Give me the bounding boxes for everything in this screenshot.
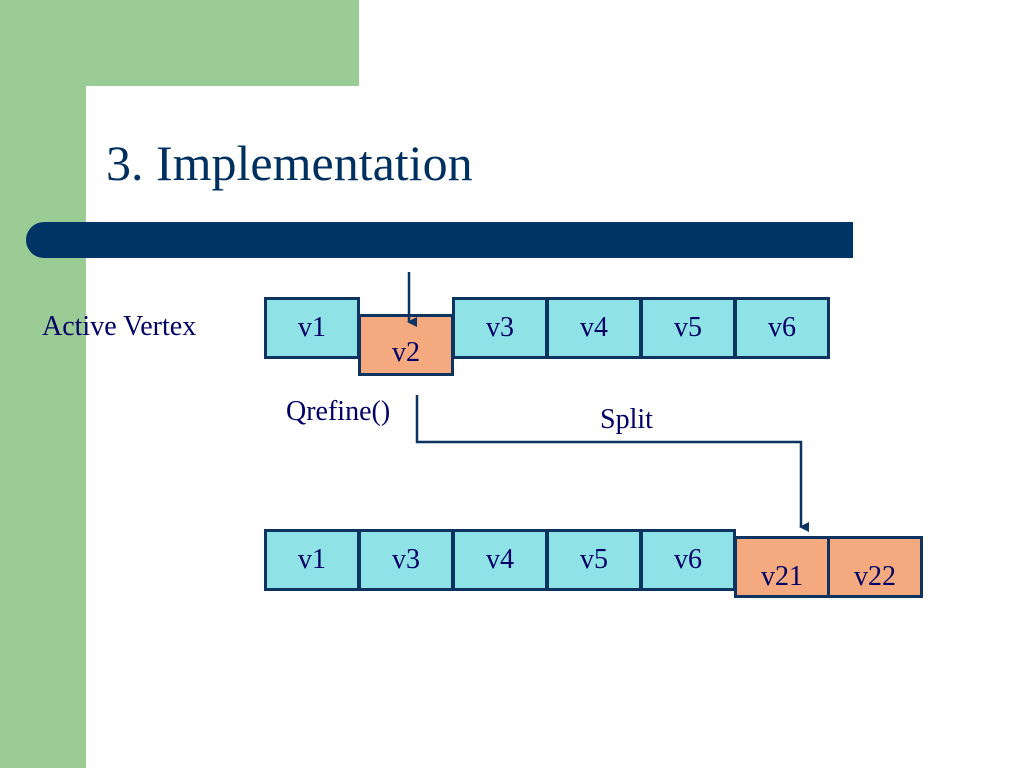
- cell-label: v3: [392, 544, 420, 575]
- top-cell-v3: v3: [452, 297, 548, 359]
- cell-label: v3: [486, 312, 514, 343]
- cell-label: v1: [298, 312, 326, 343]
- cell-label: v5: [674, 312, 702, 343]
- slide-title: 3. Implementation: [106, 135, 473, 191]
- cell-label: v2: [392, 337, 420, 368]
- cell-label: v21: [761, 561, 803, 592]
- cell-label: v6: [674, 544, 702, 575]
- rounded-corner-decoration: [86, 86, 166, 166]
- split-path-arrow: [415, 395, 809, 532]
- cell-label: v1: [298, 544, 326, 575]
- bottom-cell-v4: v4: [452, 529, 548, 591]
- active-vertex-label: Active Vertex: [42, 311, 197, 342]
- qrefine-label: Qrefine(): [286, 396, 391, 427]
- cell-label: v22: [854, 561, 896, 592]
- bottom-cell-v6: v6: [640, 529, 736, 591]
- top-cell-v6: v6: [734, 297, 830, 359]
- cell-label: v4: [486, 544, 514, 575]
- green-side-panel: [0, 0, 86, 768]
- cell-label: v4: [580, 312, 608, 343]
- top-cell-v4: v4: [546, 297, 642, 359]
- split-label: Split: [600, 404, 653, 435]
- bottom-cell-v22: v22: [827, 536, 923, 598]
- bottom-cell-v1: v1: [264, 529, 360, 591]
- cell-label: v5: [580, 544, 608, 575]
- bottom-cell-v3: v3: [358, 529, 454, 591]
- title-underline-bar: [26, 222, 853, 258]
- top-cell-v5: v5: [640, 297, 736, 359]
- green-top-panel: [0, 0, 359, 86]
- cell-label: v6: [768, 312, 796, 343]
